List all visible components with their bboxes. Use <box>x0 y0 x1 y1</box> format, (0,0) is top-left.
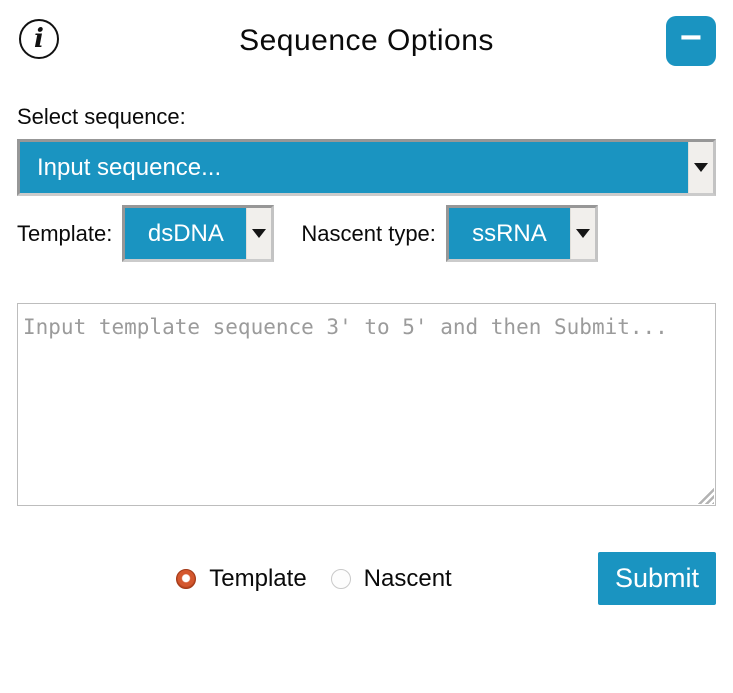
page-title: Sequence Options <box>239 24 494 57</box>
template-type-label: Template: <box>17 220 113 246</box>
chevron-down-icon <box>694 163 708 172</box>
panel-header: i Sequence Options − <box>17 0 716 82</box>
radio-option-nascent[interactable]: Nascent <box>330 565 452 593</box>
select-sequence-label: Select sequence: <box>17 104 186 129</box>
type-row: Template: dsDNA Nascent type: ssRNA <box>17 205 716 262</box>
chevron-down-icon <box>252 229 267 238</box>
display-mode-radio-group: Template Nascent <box>176 565 452 593</box>
sequence-select-value: Input sequence... <box>37 153 222 181</box>
nascent-type-value: ssRNA <box>472 219 547 247</box>
minimize-button[interactable]: − <box>666 16 716 66</box>
bottom-row: Template Nascent Submit <box>17 552 716 606</box>
template-type-arrow-button[interactable] <box>246 208 272 259</box>
template-type-dropdown[interactable]: dsDNA <box>122 205 275 262</box>
nascent-type-dropdown[interactable]: ssRNA <box>445 205 598 262</box>
sequence-select-arrow-button[interactable] <box>688 142 713 193</box>
info-icon[interactable]: i <box>19 19 59 59</box>
submit-button[interactable]: Submit <box>598 552 716 605</box>
sequence-input[interactable] <box>17 303 716 506</box>
radio-icon[interactable] <box>330 569 351 589</box>
chevron-down-icon <box>575 229 590 238</box>
sequence-textarea-wrapper <box>17 303 716 506</box>
radio-label: Template <box>209 565 307 592</box>
template-type-value: dsDNA <box>147 219 224 247</box>
radio-label: Nascent <box>363 565 452 592</box>
radio-icon[interactable] <box>176 569 197 589</box>
radio-option-template[interactable]: Template <box>176 565 307 593</box>
nascent-type-arrow-button[interactable] <box>569 208 595 259</box>
sequence-select-dropdown[interactable]: Input sequence... <box>17 139 716 196</box>
nascent-type-label: Nascent type: <box>301 220 436 246</box>
